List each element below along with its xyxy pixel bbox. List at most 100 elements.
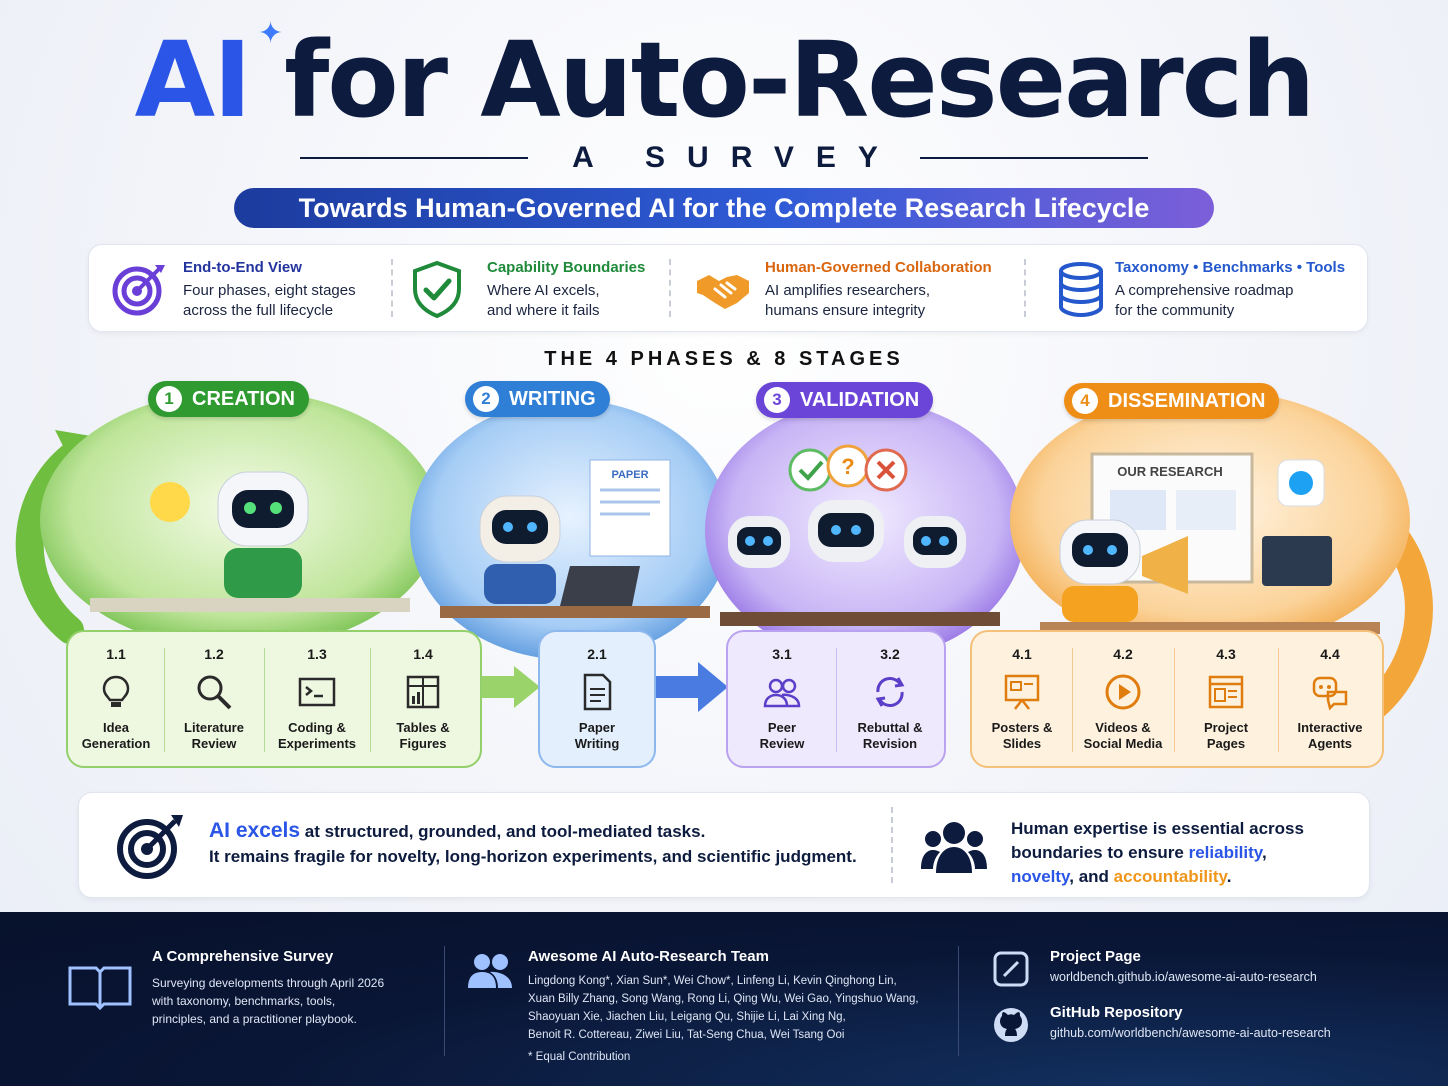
callout-text: at structured, grounded, and tool-mediat… bbox=[300, 822, 706, 841]
title-bullet: • bbox=[1193, 259, 1199, 276]
book-icon bbox=[68, 966, 132, 1011]
edit-link-icon bbox=[993, 951, 1029, 987]
callout-right-line3: novelty, and accountability. bbox=[1011, 865, 1304, 889]
callout-text: , and bbox=[1069, 867, 1114, 886]
feature-desc-line: and where it fails bbox=[487, 302, 600, 319]
stage-label: Videos &Social Media bbox=[1072, 720, 1174, 752]
laptop-art bbox=[560, 566, 640, 606]
stage-number: 1.2 bbox=[204, 646, 224, 662]
stage-number: 4.2 bbox=[1113, 646, 1133, 662]
divider bbox=[958, 946, 959, 1056]
survey-line: principles, and a practitioner playbook. bbox=[152, 1012, 357, 1026]
stage-label-line: Slides bbox=[1002, 736, 1042, 751]
stage-4-1[interactable]: 4.1 Posters &Slides bbox=[972, 632, 1072, 766]
stage-label-line: Literature bbox=[184, 720, 244, 735]
feature-taxonomy: Taxonomy • Benchmarks • Tools A comprehe… bbox=[1041, 245, 1361, 331]
poster-art-label: OUR RESEARCH bbox=[1117, 464, 1222, 479]
stage-label-line: Pages bbox=[1206, 736, 1246, 751]
team-heading: Awesome AI Auto-Research Team bbox=[528, 948, 769, 965]
lightbulb-icon bbox=[102, 675, 130, 707]
stage-number: 2.1 bbox=[587, 646, 607, 662]
stage-number: 4.3 bbox=[1216, 646, 1236, 662]
subtitle-banner: Towards Human-Governed AI for the Comple… bbox=[234, 188, 1214, 228]
stage-number: 3.2 bbox=[880, 646, 900, 662]
phases-heading: THE 4 PHASES & 8 STAGES bbox=[544, 348, 904, 370]
webpage-icon bbox=[1208, 675, 1244, 709]
handshake-icon bbox=[697, 275, 749, 309]
stage-label-line: Interactive bbox=[1297, 720, 1363, 735]
stage-label-line: Review bbox=[191, 736, 237, 751]
feature-end-to-end: End-to-End View Four phases, eight stage… bbox=[89, 245, 389, 331]
stage-label-line: Posters & bbox=[991, 720, 1053, 735]
team-members: Lingdong Kong*, Xian Sun*, Wei Chow*, Li… bbox=[528, 972, 919, 1044]
divider bbox=[1278, 648, 1279, 752]
callout-text: boundaries to ensure bbox=[1011, 843, 1189, 862]
desk bbox=[440, 606, 710, 618]
feature-desc: Four phases, eight stages across the ful… bbox=[183, 281, 356, 321]
paper-art-label: PAPER bbox=[611, 469, 648, 481]
survey-row: A SURVEY bbox=[0, 140, 1448, 176]
stage-label-line: Coding & bbox=[288, 720, 346, 735]
phase-pill-validation: 3 VALIDATION bbox=[756, 382, 934, 418]
feature-desc-line: humans ensure integrity bbox=[765, 302, 926, 319]
stage-4-2[interactable]: 4.2 Videos &Social Media bbox=[1072, 632, 1174, 766]
stage-label-line: Rebuttal & bbox=[857, 720, 923, 735]
feature-capability: Capability Boundaries Where AI excels, a… bbox=[407, 245, 667, 331]
stage-label-line: Figures bbox=[399, 736, 447, 751]
survey-description: Surveying developments through April 202… bbox=[152, 974, 384, 1028]
title-rest: for Auto-Research bbox=[284, 19, 1315, 141]
stage-label-line: Experiments bbox=[277, 736, 357, 751]
callout-right-line2: boundaries to ensure reliability, bbox=[1011, 841, 1304, 865]
divider bbox=[1024, 259, 1026, 317]
database-icon bbox=[1059, 262, 1103, 318]
feature-title: Human-Governed Collaboration bbox=[765, 259, 992, 276]
footer: A Comprehensive Survey Surveying develop… bbox=[0, 912, 1448, 1086]
callout-left-line1: AI excels at structured, grounded, and t… bbox=[209, 819, 705, 843]
chat-bot-icon bbox=[1312, 676, 1348, 711]
accountability-highlight: accountability bbox=[1113, 867, 1227, 886]
title-part: Tools bbox=[1306, 259, 1346, 276]
stage-label-line: Idea bbox=[102, 720, 129, 735]
github-heading: GitHub Repository bbox=[1050, 1004, 1183, 1021]
stage-label: Posters &Slides bbox=[972, 720, 1072, 752]
stage-number: 4.4 bbox=[1320, 646, 1340, 662]
feature-desc-line: A comprehensive roadmap bbox=[1115, 282, 1294, 299]
target-arrow-icon bbox=[117, 815, 183, 879]
title-ai: AI bbox=[134, 19, 252, 141]
feature-strip: End-to-End View Four phases, eight stage… bbox=[88, 244, 1368, 332]
github-icon bbox=[994, 1008, 1028, 1042]
sparkle-icon: ✦ bbox=[258, 17, 284, 50]
survey-heading: A Comprehensive Survey bbox=[152, 948, 334, 965]
stage-label-line: Paper bbox=[578, 720, 616, 735]
stage-3-2[interactable]: 3.2 Rebuttal &Revision bbox=[836, 632, 944, 766]
project-page-link[interactable]: worldbench.github.io/awesome-ai-auto-res… bbox=[1050, 970, 1317, 984]
feature-desc: A comprehensive roadmap for the communit… bbox=[1115, 281, 1293, 321]
people-icon bbox=[763, 678, 801, 708]
stage-label-line: Social Media bbox=[1083, 736, 1163, 751]
stage-1-4[interactable]: 1.4 Tables &Figures bbox=[370, 632, 476, 766]
phase-number: 4 bbox=[1072, 388, 1098, 414]
desk bbox=[720, 612, 1000, 626]
stage-number: 4.1 bbox=[1012, 646, 1032, 662]
magnifier-icon bbox=[197, 675, 232, 710]
team-line: Shaoyuan Xie, Jiachen Liu, Leigang Qu, S… bbox=[528, 1011, 846, 1023]
feature-collaboration: Human-Governed Collaboration AI amplifie… bbox=[685, 245, 1015, 331]
stage-label-line: Writing bbox=[574, 736, 620, 751]
feature-desc: Where AI excels, and where it fails bbox=[487, 281, 600, 321]
robot-face bbox=[232, 490, 294, 528]
stage-label: Tables &Figures bbox=[370, 720, 476, 752]
stage-1-3[interactable]: 1.3 Coding &Experiments bbox=[264, 632, 370, 766]
lightbulb-art bbox=[150, 482, 190, 522]
phase-number: 1 bbox=[156, 386, 182, 412]
github-link[interactable]: github.com/worldbench/awesome-ai-auto-re… bbox=[1050, 1026, 1331, 1040]
